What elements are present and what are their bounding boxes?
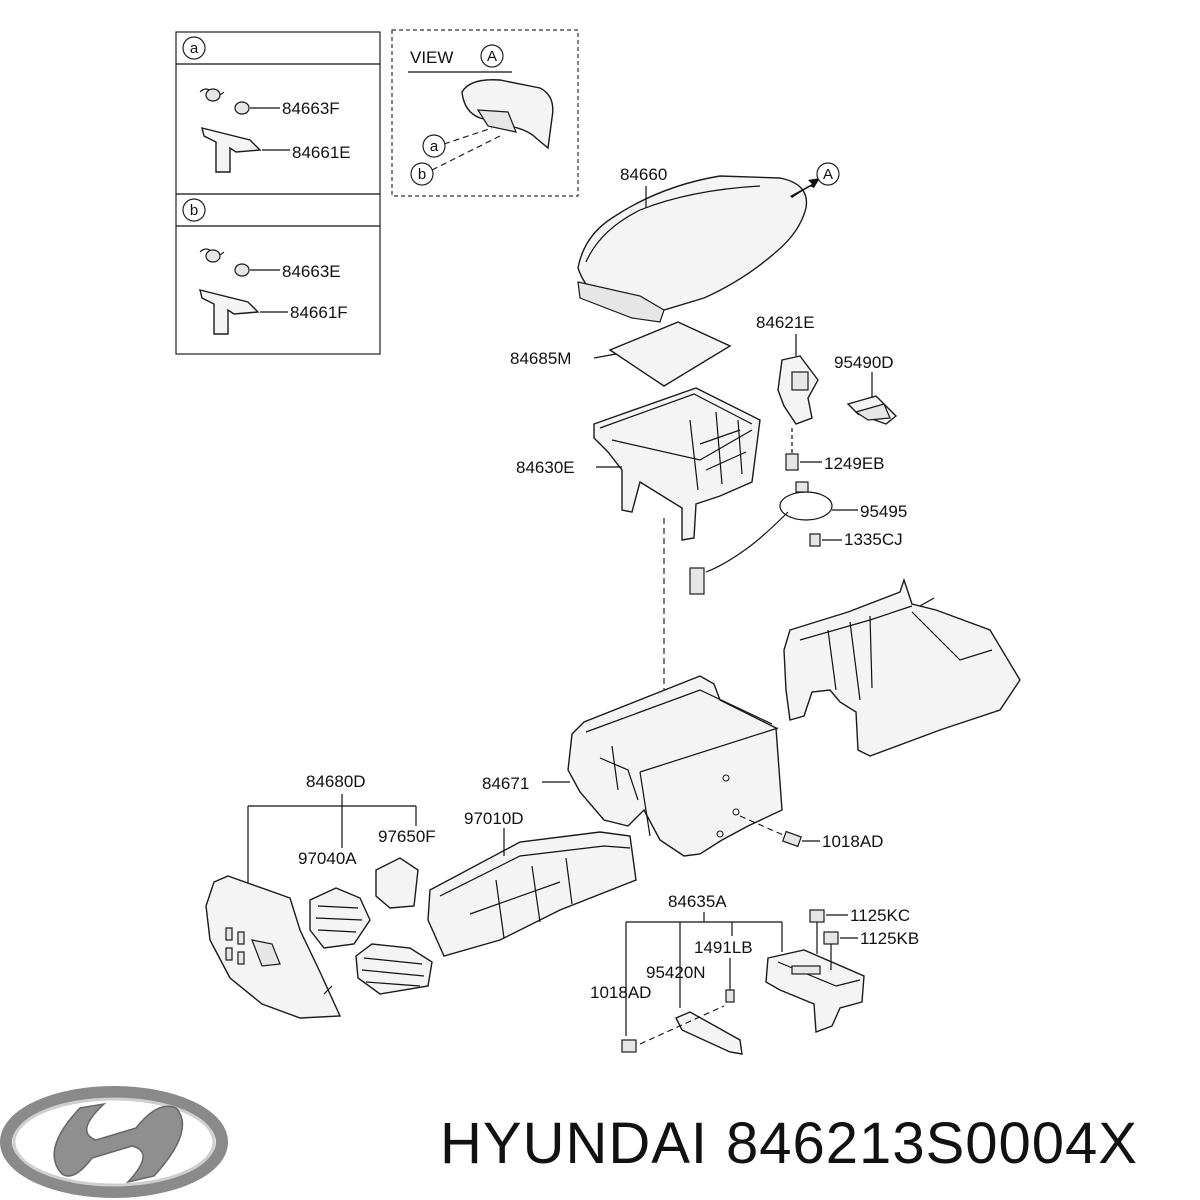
inset-b-circle: b xyxy=(190,202,198,219)
label-84660: 84660 xyxy=(620,165,667,184)
label-97040A: 97040A xyxy=(298,849,357,868)
vehicle-floor xyxy=(783,577,1021,757)
spring-clip-icon xyxy=(199,88,250,115)
label-97010D: 97010D xyxy=(464,809,524,828)
label-84621E: 84621E xyxy=(756,313,815,332)
hinge-pin-icon xyxy=(199,289,260,335)
label-84671: 84671 xyxy=(482,774,529,793)
label-1491LB: 1491LB xyxy=(694,938,753,957)
screw-icon xyxy=(621,989,735,1053)
view-sub-a: a xyxy=(430,138,439,155)
switch-95490D xyxy=(846,395,898,425)
label-95490D: 95490D xyxy=(834,353,894,372)
label-84680D: 84680D xyxy=(306,772,366,791)
inset-a-circle: a xyxy=(190,40,199,57)
hyundai-logo-icon xyxy=(0,1086,228,1198)
label-1018AD-right: 1018AD xyxy=(822,832,883,851)
label-84635A: 84635A xyxy=(668,892,727,911)
screw-icon xyxy=(785,428,799,471)
label-1249EB: 1249EB xyxy=(824,454,885,473)
view-arrow-icon: A xyxy=(790,162,840,198)
label-84661F: 84661F xyxy=(290,303,348,322)
harness-95495 xyxy=(689,481,833,595)
storage-box-84630E xyxy=(593,387,761,541)
hinge-pin-icon xyxy=(201,127,262,173)
view-circle: A xyxy=(487,48,497,65)
label-84661E: 84661E xyxy=(292,143,351,162)
console-body-84671 xyxy=(567,675,783,857)
label-1125KC: 1125KC xyxy=(850,906,910,925)
label-95420N: 95420N xyxy=(646,963,706,982)
label-1335CJ: 1335CJ xyxy=(844,530,903,549)
label-97650F: 97650F xyxy=(378,827,436,846)
label-95495: 95495 xyxy=(860,502,907,521)
screw-icon xyxy=(739,815,802,848)
view-title: VIEW xyxy=(410,48,453,67)
pad-84685M xyxy=(608,321,732,387)
armrest-84660 xyxy=(577,175,808,323)
bolt-icon xyxy=(809,909,839,970)
label-1018AD-left: 1018AD xyxy=(590,983,651,1002)
duct-97010D xyxy=(427,831,637,957)
label-84630E: 84630E xyxy=(516,458,575,477)
clip-icon xyxy=(809,533,821,547)
view-a-box: VIEW A a b xyxy=(391,29,579,197)
front-panel xyxy=(205,875,342,1019)
spring-clip-icon xyxy=(199,248,250,277)
label-84663F: 84663F xyxy=(282,99,340,118)
label-1125KB: 1125KB xyxy=(860,929,919,948)
inset-b: b 84663E 84661F xyxy=(175,193,381,355)
footer-caption: HYUNDAI 846213S0004X xyxy=(440,1110,1156,1177)
label-84663E: 84663E xyxy=(282,262,341,281)
bracket-84621E xyxy=(777,355,819,425)
vent-right-97650F xyxy=(355,857,433,995)
brand-name: HYUNDAI xyxy=(440,1111,709,1176)
inset-a: a 84663F 84661E xyxy=(175,31,381,195)
part-number: 846213S0004X xyxy=(726,1111,1138,1176)
label-84685M: 84685M xyxy=(510,349,571,368)
view-sub-b: b xyxy=(418,166,426,183)
vent-left-97040A xyxy=(309,887,371,949)
mounting-bracket xyxy=(765,949,865,1033)
sensor-95420N xyxy=(675,1011,743,1055)
arrow-a-circle: A xyxy=(823,166,833,183)
